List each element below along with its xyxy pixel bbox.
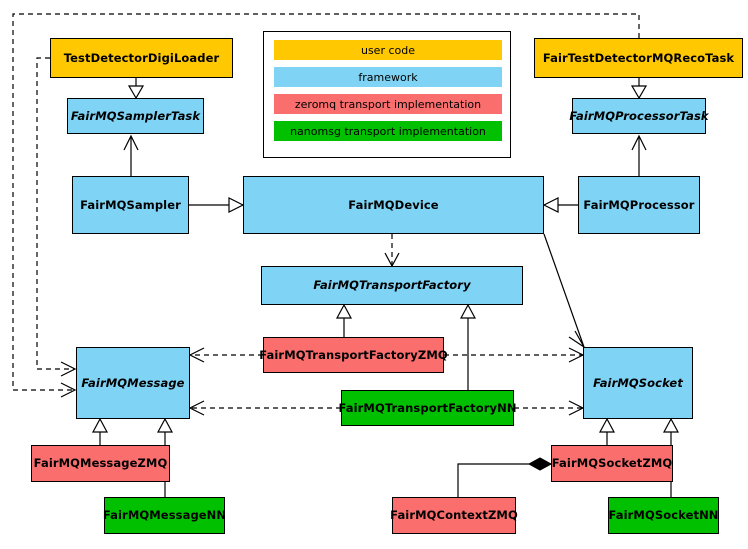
edge-socketzmq-composition-contextzmq — [457, 457, 553, 497]
edge-device-to-transportfactory — [384, 234, 400, 268]
edge-tfnn-to-socket — [514, 400, 585, 416]
legend-label: zeromq transport implementation — [294, 97, 482, 111]
edge-processor-to-device — [542, 197, 578, 213]
class-box-testdetectordigiloader[interactable]: TestDetectorDigiLoader — [50, 38, 233, 78]
class-box-fairmqsocketnn[interactable]: FairMQSocketNN — [608, 497, 719, 534]
edge-sampler-to-samplertask — [123, 134, 139, 176]
class-box-fairmqmessagenn[interactable]: FairMQMessageNN — [102, 497, 227, 534]
edge-messagezmq-to-message — [91, 417, 109, 445]
class-label: FairMQMessageNN — [102, 508, 227, 523]
edge-digiloader-to-samplertask — [127, 78, 145, 100]
edge-device-to-socket — [543, 233, 585, 348]
legend-label: framework — [358, 70, 418, 84]
class-box-fairmqtransportfactory[interactable]: FairMQTransportFactory — [261, 266, 523, 305]
class-label: FairTestDetectorMQRecoTask — [542, 50, 735, 65]
legend-label: nanomsg transport implementation — [290, 124, 486, 138]
class-box-fairmqcontextzmq[interactable]: FairMQContextZMQ — [390, 497, 518, 534]
edge-tfnn-to-message — [188, 400, 341, 416]
edge-tfnn-to-transportfactory — [459, 303, 477, 390]
legend-item-user-code: user code — [274, 40, 502, 60]
legend-label: user code — [360, 43, 416, 57]
class-box-fairtestdetectormqrecotask[interactable]: FairTestDetectorMQRecoTask — [534, 38, 743, 78]
class-box-fairmqmessagezmq[interactable]: FairMQMessageZMQ — [31, 445, 170, 482]
class-box-fairmqprocessor[interactable]: FairMQProcessor — [578, 176, 700, 234]
edge-sampler-to-device — [189, 197, 245, 213]
legend-item-zeromq: zeromq transport implementation — [274, 94, 502, 114]
edge-socketzmq-to-socket — [598, 417, 616, 445]
class-label: FairMQSocketNN — [608, 508, 719, 523]
edge-processor-to-processortask — [631, 134, 647, 176]
edge-tfzmq-to-transportfactory — [335, 303, 353, 337]
legend-box: user code framework zeromq transport imp… — [263, 31, 511, 158]
class-box-fairmqprocessortask[interactable]: FairMQProcessorTask — [569, 98, 709, 134]
edge-tfzmq-to-socket — [444, 347, 585, 363]
class-box-fairmqmessage[interactable]: FairMQMessage — [76, 347, 190, 419]
class-label: FairMQSampler — [80, 197, 181, 212]
class-box-fairmqdevice[interactable]: FairMQDevice — [243, 176, 544, 234]
class-label: FairMQDevice — [348, 197, 439, 212]
edge-tfzmq-to-message — [188, 347, 263, 363]
class-label: TestDetectorDigiLoader — [63, 50, 220, 65]
legend-item-nanomsg: nanomsg transport implementation — [274, 121, 502, 141]
class-label: FairMQMessage — [81, 375, 185, 390]
class-box-fairmqsocketzmq[interactable]: FairMQSocketZMQ — [551, 445, 673, 482]
class-box-fairmqsampler[interactable]: FairMQSampler — [72, 176, 189, 234]
class-label: FairMQContextZMQ — [390, 508, 518, 523]
class-label: FairMQMessageZMQ — [33, 456, 168, 471]
class-label: FairMQProcessorTask — [569, 108, 709, 123]
legend-item-framework: framework — [274, 67, 502, 87]
class-box-fairmqsamplertask[interactable]: FairMQSamplerTask — [67, 98, 204, 134]
class-box-fairmqtransportfactorynn[interactable]: FairMQTransportFactoryNN — [338, 390, 517, 426]
class-label: FairMQTransportFactoryZMQ — [259, 347, 448, 362]
class-label: FairMQTransportFactoryNN — [338, 400, 517, 415]
edge-recotask-to-processortask — [630, 78, 648, 100]
class-label: FairMQProcessor — [583, 197, 695, 212]
class-label: FairMQSocket — [593, 375, 683, 390]
class-box-fairmqtransportfactoryzmq[interactable]: FairMQTransportFactoryZMQ — [259, 337, 448, 373]
class-box-fairmqsocket[interactable]: FairMQSocket — [583, 347, 693, 419]
class-label: FairMQSocketZMQ — [551, 456, 673, 471]
class-label: FairMQTransportFactory — [313, 278, 471, 293]
class-label: FairMQSamplerTask — [70, 108, 201, 123]
